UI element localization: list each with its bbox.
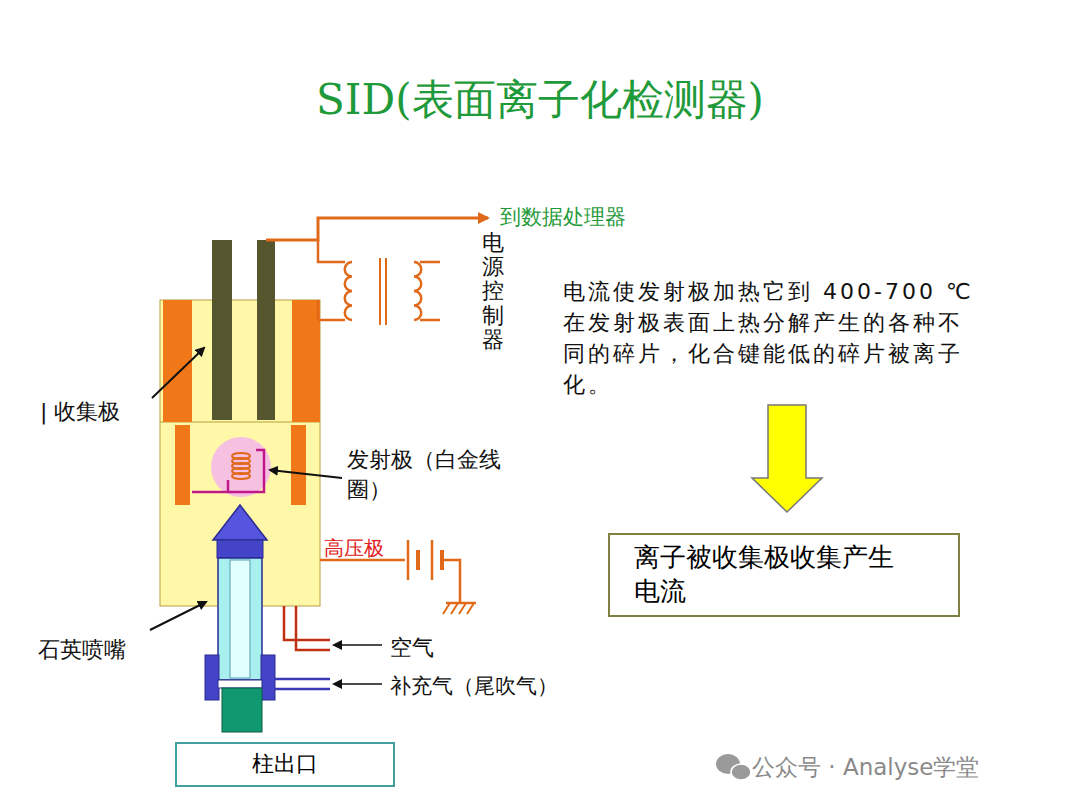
- part-label: 高压极: [324, 535, 384, 562]
- controller-label: 电源控制器: [482, 231, 504, 352]
- part-label: 发射极（白金线 圈）: [347, 445, 547, 505]
- coil-stroke: [345, 262, 352, 320]
- air-line: [284, 606, 330, 640]
- collector-plate: [292, 300, 320, 422]
- watermark: 公众号 · Analyse学堂: [752, 752, 979, 783]
- part-label: 石英喷嘴: [38, 635, 126, 665]
- collector-plate: [175, 425, 190, 505]
- emitter-glow: [211, 437, 271, 497]
- signal-wire: [266, 218, 488, 240]
- box-text: 柱出口: [252, 750, 318, 779]
- box-text: 离子被收集极收集产生 电流: [634, 541, 934, 609]
- coil-stroke: [232, 473, 250, 479]
- quartz-nozzle: [218, 558, 262, 680]
- coil-stroke: [414, 262, 421, 320]
- collector-plate: [291, 425, 306, 505]
- column-outlet-box: 柱出口: [175, 742, 395, 787]
- makeup-gas-line: [275, 679, 330, 689]
- nozzle-tip: [213, 505, 267, 540]
- result-box: 离子被收集极收集产生 电流: [608, 533, 960, 617]
- transformer-coil: [414, 262, 421, 320]
- transformer-coil: [345, 262, 352, 320]
- gas-label: 空气: [390, 633, 434, 663]
- output-label: 到数据处理器: [500, 203, 626, 231]
- emitter-coil: [232, 453, 250, 479]
- electrode-rod: [212, 240, 232, 420]
- down-arrow: [752, 405, 822, 512]
- part-label: | 收集极: [40, 397, 120, 427]
- explanation-note: 电流使发射极加热它到 400-700 ℃ 在发射极表面上热分解产生的各种不 同的…: [563, 276, 1018, 400]
- wechat-icon: [716, 754, 751, 780]
- emitter-wire: [192, 450, 264, 492]
- battery-symbol: [407, 540, 410, 580]
- collector-plate: [163, 300, 192, 422]
- gas-label: 补充气（尾吹气）: [390, 672, 558, 700]
- title: SID(表面离子化检测器): [0, 72, 1080, 128]
- electrode-rod: [257, 240, 275, 420]
- column-end: [222, 688, 262, 732]
